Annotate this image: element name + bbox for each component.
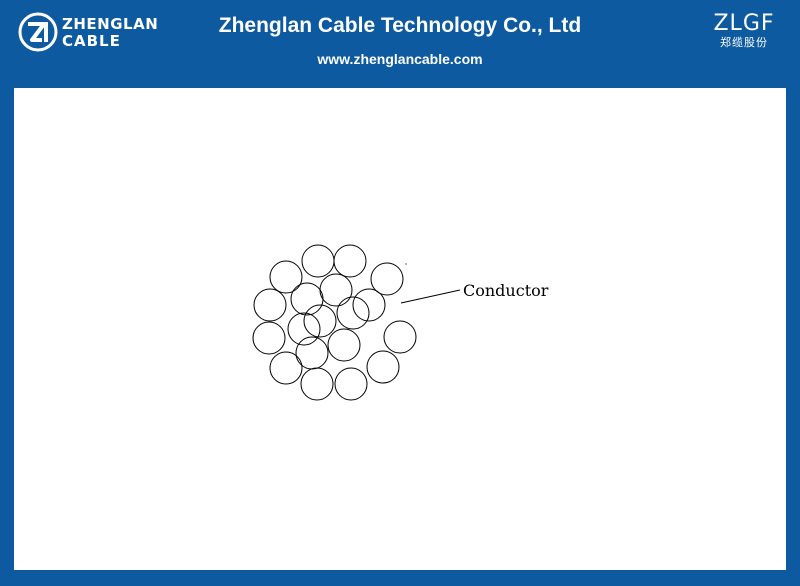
conductor-wire-strand <box>319 273 353 307</box>
callout-leader-line <box>400 289 461 304</box>
conductor-wire-strand <box>352 288 386 322</box>
diagram-canvas: Conductor <box>14 88 786 570</box>
logo-text-line2: CABLE <box>62 32 121 50</box>
conductor-wire-strand <box>287 312 321 346</box>
conductor-wire-strand <box>366 350 400 384</box>
conductor-cross-section <box>252 244 461 401</box>
conductor-label: Conductor <box>463 281 549 300</box>
conductor-wire-strand <box>290 282 324 316</box>
conductor-wire-strand <box>334 367 368 401</box>
zlgf-logo-chinese: 郑缆股份 <box>720 36 768 49</box>
conductor-wire-strand <box>300 367 334 401</box>
conductor-wire-strand <box>253 288 287 322</box>
company-name: Zhenglan Cable Technology Co., Ltd <box>218 14 582 37</box>
zl-emblem-icon <box>18 12 58 52</box>
conductor-wire-strand <box>333 244 367 278</box>
stray-dot <box>405 263 407 265</box>
zlgf-logo-text: ZLGF <box>713 11 775 36</box>
company-logo: ZHENGLAN CABLE <box>18 12 158 52</box>
conductor-wire-strand <box>301 244 335 278</box>
conductor-wire-strand <box>370 262 404 296</box>
conductor-wire-strand <box>295 336 329 370</box>
conductor-wire-strand <box>269 351 303 385</box>
logo-text-line1: ZHENGLAN <box>62 15 159 33</box>
conductor-wire-strand <box>269 260 303 294</box>
header-bar: ZHENGLAN CABLE Zhenglan Cable Technology… <box>0 0 800 88</box>
conductor-wire-strand <box>252 321 286 355</box>
conductor-wire-strand <box>336 296 370 330</box>
conductor-wire-strand <box>327 328 361 362</box>
conductor-wire-strand <box>303 304 337 338</box>
conductor-wire-strand <box>383 320 417 354</box>
website-link[interactable]: www.zhenglancable.com <box>317 51 483 67</box>
zlgf-logo: ZLGF 郑缆股份 <box>706 12 782 56</box>
